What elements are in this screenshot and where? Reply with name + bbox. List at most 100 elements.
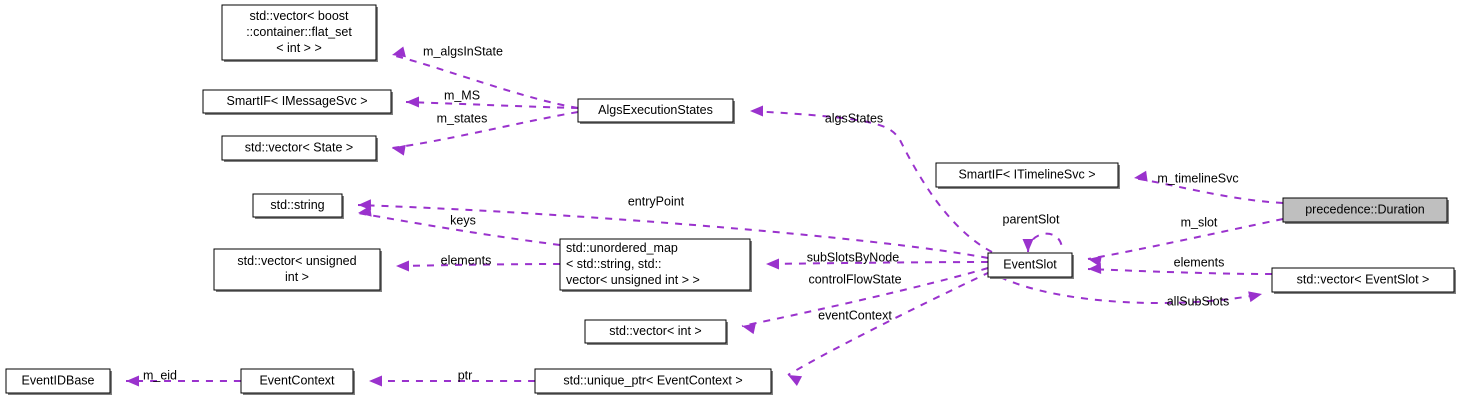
edge-line-algsStates [749, 110, 993, 253]
edge-ptr [369, 375, 535, 387]
node-event_context[interactable]: EventContext [240, 368, 355, 395]
node-border-algs_execution_states [577, 98, 734, 123]
node-precedence_duration[interactable]: precedence::Duration [1282, 197, 1449, 224]
edge-arrowhead-elements_map [396, 260, 409, 272]
edge-label-parentSlot: parentSlot [1003, 212, 1061, 226]
edge-label-eventContext: eventContext [818, 308, 892, 322]
node-label-unordered_map: std::unordered_map [566, 241, 678, 255]
node-label-vector_state: std::vector< State > [245, 140, 353, 154]
edge-eventContext [787, 271, 991, 386]
edge-arrowhead-m_slot [1088, 255, 1102, 267]
edge-arrowhead-controlFlowState [742, 323, 756, 335]
node-border-vector_flatset [221, 4, 377, 61]
node-label-unordered_map: vector< unsigned int > > [566, 273, 700, 287]
node-label-algs_execution_states: AlgsExecutionStates [598, 103, 713, 117]
edge-arrowhead-m_eid [126, 375, 139, 387]
node-label-vector_eventslot: std::vector< EventSlot > [1297, 272, 1430, 286]
node-border-vector_state [221, 135, 377, 161]
edge-arrowhead-m_MS [406, 96, 419, 108]
edge-arrowhead-algsStates [750, 105, 763, 117]
node-vector_state[interactable]: std::vector< State > [221, 135, 378, 162]
edge-m_eid [126, 375, 241, 387]
edge-allSubSlots [999, 276, 1263, 305]
edge-label-algsStates: algsStates [825, 111, 883, 125]
node-label-precedence_duration: precedence::Duration [1305, 202, 1425, 216]
node-label-vector_int: std::vector< int > [609, 324, 701, 338]
edge-m_algsInState [391, 46, 579, 109]
edge-arrowhead-m_states [392, 144, 406, 156]
edge-arrowhead-m_timelineSvc [1134, 170, 1148, 182]
edge-m_timelineSvc [1133, 170, 1284, 204]
edge-arrowhead-m_algsInState [392, 46, 406, 58]
node-label-vector_unsigned_int: int > [285, 270, 309, 284]
node-vector_flatset[interactable]: std::vector< boost::container::flat_set<… [221, 4, 378, 62]
node-smartif_imessagesvc[interactable]: SmartIF< IMessageSvc > [202, 89, 393, 115]
node-unordered_map[interactable]: std::unordered_map< std::string, std::ve… [559, 238, 752, 292]
edge-line-elements_map [395, 263, 561, 267]
edge-line-elements_eventslot [1087, 268, 1273, 275]
edge-arrowhead-ptr [369, 375, 382, 387]
edge-arrowhead-keys [358, 205, 372, 217]
edge-controlFlowState [741, 267, 989, 335]
edge-label-entryPoint: entryPoint [628, 194, 685, 208]
edge-arrowhead-subSlotsByNode [766, 258, 779, 270]
node-border-event_context [240, 368, 354, 394]
edge-label-m_states: m_states [437, 111, 488, 125]
node-vector_int[interactable]: std::vector< int > [584, 319, 728, 345]
node-border-event_slot [987, 252, 1073, 278]
edge-label-controlFlowState: controlFlowState [808, 272, 901, 286]
edge-line-m_MS [405, 101, 579, 109]
edge-label-ptr: ptr [458, 368, 473, 382]
node-border-vector_int [584, 319, 727, 344]
node-label-std_string: std::string [270, 198, 324, 212]
node-smartif_itimelinesvc[interactable]: SmartIF< ITimelineSvc > [935, 162, 1120, 189]
node-label-smartif_imessagesvc: SmartIF< IMessageSvc > [226, 94, 367, 108]
edge-keys [357, 205, 561, 246]
node-border-vector_eventslot [1271, 267, 1455, 293]
node-unique_ptr_eventcontext[interactable]: std::unique_ptr< EventContext > [534, 368, 773, 395]
node-label-unique_ptr_eventcontext: std::unique_ptr< EventContext > [563, 373, 742, 387]
edge-label-m_slot: m_slot [1181, 215, 1218, 229]
node-label-event_slot: EventSlot [1003, 257, 1057, 271]
node-border-unique_ptr_eventcontext [534, 368, 772, 394]
node-border-smartif_itimelinesvc [935, 162, 1119, 188]
edge-arrowhead-eventContext [788, 375, 803, 386]
edge-subSlotsByNode [765, 258, 989, 270]
edge-label-m_eid: m_eid [143, 368, 177, 382]
edge-line-m_algsInState [391, 54, 579, 109]
edge-arrowhead-allSubSlots [1248, 291, 1262, 303]
node-vector_eventslot[interactable]: std::vector< EventSlot > [1271, 267, 1456, 294]
edge-label-elements_map: elements [441, 253, 492, 267]
edge-arrowhead-parentSlot [1022, 239, 1034, 252]
node-event_slot[interactable]: EventSlot [987, 252, 1074, 279]
edge-line-parentSlot [1027, 232, 1063, 253]
edges-layer [126, 46, 1284, 387]
node-label-vector_unsigned_int: std::vector< unsigned [237, 254, 356, 268]
edge-m_MS [405, 96, 579, 109]
edge-line-m_timelineSvc [1133, 177, 1284, 204]
edge-line-m_slot [1087, 218, 1284, 260]
edge-m_states [391, 111, 579, 156]
edge-elements_map [395, 260, 561, 272]
node-algs_execution_states[interactable]: AlgsExecutionStates [577, 98, 735, 124]
node-label-smartif_itimelinesvc: SmartIF< ITimelineSvc > [958, 167, 1095, 181]
node-std_string[interactable]: std::string [252, 193, 344, 219]
edge-label-m_timelineSvc: m_timelineSvc [1157, 171, 1238, 185]
node-border-precedence_duration [1282, 197, 1448, 223]
node-label-vector_flatset: ::container::flat_set [246, 25, 352, 39]
edge-algsStates [749, 105, 993, 253]
node-border-vector_unsigned_int [213, 248, 381, 291]
node-border-event_id_base [5, 368, 111, 394]
node-label-unordered_map: < std::string, std:: [566, 257, 662, 271]
edge-elements_eventslot [1087, 263, 1273, 275]
edge-parentSlot [1022, 232, 1063, 253]
node-event_id_base[interactable]: EventIDBase [5, 368, 112, 395]
edge-labels-layer: m_algsInStatem_MSm_statesentryPointkeyse… [143, 44, 1239, 382]
edge-arrowhead-elements_eventslot [1088, 263, 1102, 275]
edge-label-m_MS: m_MS [444, 88, 480, 102]
node-label-vector_flatset: std::vector< boost [249, 9, 349, 23]
edge-m_slot [1087, 218, 1284, 267]
